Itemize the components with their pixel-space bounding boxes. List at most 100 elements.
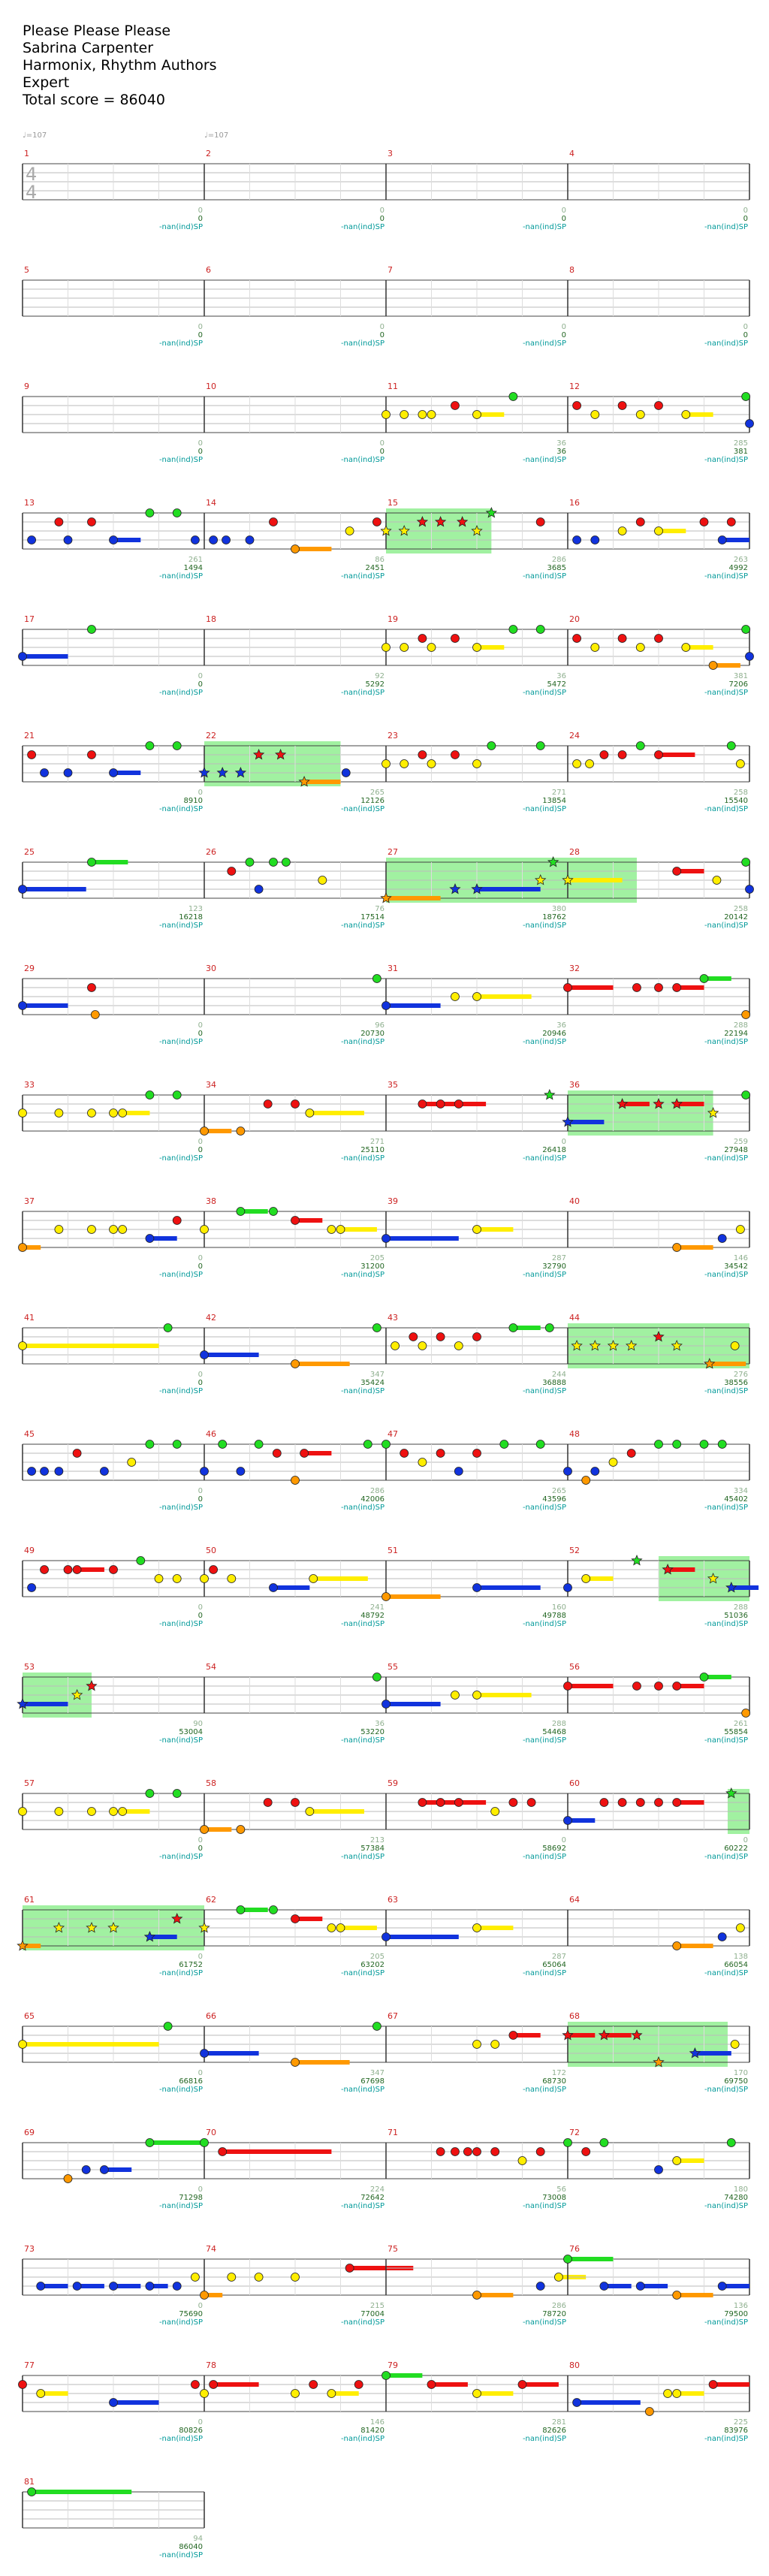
sustain-bar — [149, 2284, 168, 2288]
measure-score-total: 53004 — [179, 1728, 203, 1736]
note-gem — [654, 401, 663, 410]
sustain-bar — [240, 1908, 268, 1912]
measure-score-increment: 0 — [562, 323, 566, 331]
note-gem — [291, 2273, 300, 2282]
note-gem — [632, 983, 641, 992]
sustain-bar — [722, 538, 749, 542]
note-gem — [145, 1789, 155, 1798]
sustain-bar — [704, 976, 731, 981]
measure-score-total: 45402 — [724, 1495, 748, 1504]
measure-number: 38 — [206, 1196, 216, 1206]
sustain-bar — [568, 1684, 614, 1688]
note-gem — [535, 741, 545, 750]
sustain-bar — [213, 2382, 259, 2387]
measure-score-increment: 286 — [552, 2302, 566, 2310]
note-gem — [645, 2407, 654, 2416]
measure-sp-value: -nan(ind)SP — [159, 2435, 203, 2443]
measure-sp-value: -nan(ind)SP — [341, 805, 384, 813]
note-gem — [572, 401, 581, 410]
sustain-bar — [23, 1003, 68, 1008]
measure — [22, 2487, 205, 2529]
note-gem — [472, 1225, 481, 1234]
measure — [18, 1090, 204, 1132]
note-gem — [436, 1332, 445, 1341]
measure-score-total: 0 — [198, 215, 203, 223]
note-gem — [427, 759, 436, 768]
measure — [563, 974, 751, 1019]
measure-score-increment: 0 — [562, 207, 566, 215]
measure-score-increment: 259 — [734, 1138, 748, 1146]
note-gem — [436, 2147, 445, 2156]
measure-sp-value: -nan(ind)SP — [159, 1154, 203, 1163]
sustain-bar — [677, 2158, 704, 2163]
measure-score-increment: 0 — [380, 439, 384, 448]
note-gem — [145, 741, 155, 750]
sustain-bar — [604, 2284, 632, 2288]
measure-sp-value: -nan(ind)SP — [523, 805, 566, 813]
measure-score-total: 0 — [198, 1845, 203, 1853]
star-note — [704, 1357, 716, 1369]
measure-score-increment: 36 — [375, 1720, 384, 1728]
note-gem — [572, 2398, 581, 2407]
note-gem — [127, 1458, 137, 1467]
measure-score-increment: 258 — [734, 789, 748, 797]
note-gem — [400, 643, 409, 652]
measure-number: 60 — [569, 1778, 580, 1788]
measure-number: 45 — [24, 1429, 35, 1439]
sustain-bar — [23, 1944, 41, 1948]
sustain-bar — [677, 1245, 713, 1250]
measure — [567, 1323, 750, 1369]
note-gem — [18, 1807, 27, 1816]
measure-number: 74 — [206, 2244, 216, 2254]
note-gem — [18, 1109, 27, 1118]
note-gem — [472, 2389, 481, 2398]
sustain-bar — [41, 2391, 68, 2396]
song-artist: Sabrina Carpenter — [23, 40, 154, 56]
sustain-bar — [477, 1227, 514, 1232]
song-title: Please Please Please — [23, 23, 171, 39]
measure-score-increment: 276 — [734, 1371, 748, 1379]
sustain-bar — [677, 985, 704, 990]
note-gem — [87, 517, 96, 526]
star-note — [631, 1554, 643, 1566]
measure-number: 63 — [388, 1895, 398, 1905]
sustain-bar — [340, 1926, 377, 1930]
note-gem — [27, 1467, 36, 1476]
measure-sp-value: -nan(ind)SP — [523, 2318, 566, 2327]
measure-number: 62 — [206, 1895, 216, 1905]
measure-sp-value: -nan(ind)SP — [704, 2318, 748, 2327]
star-note — [671, 1097, 683, 1109]
tempo-mark: ♩=107 — [204, 131, 228, 140]
star-note — [234, 766, 247, 778]
sustain-bar — [304, 780, 341, 784]
sustain-bar — [440, 1102, 459, 1106]
note-gem — [418, 750, 427, 759]
measure-score-increment: 86 — [375, 556, 384, 564]
star-note — [598, 2029, 611, 2041]
note-gem — [72, 1449, 82, 1458]
measure-score-increment: 36 — [556, 1021, 566, 1030]
measure-score-increment: 0 — [198, 2069, 203, 2077]
note-gem — [726, 741, 736, 750]
star-note — [562, 1115, 574, 1127]
measure-score-total: 2451 — [366, 564, 384, 572]
note-gem — [200, 2049, 209, 2058]
measure — [567, 625, 754, 670]
note-gem — [717, 535, 727, 544]
measure-number: 36 — [569, 1080, 580, 1090]
sustain-bar — [677, 1944, 713, 1948]
sustain-bar — [722, 2284, 749, 2288]
star-note — [380, 891, 392, 903]
measure-score-total: 36888 — [542, 1379, 566, 1387]
measure — [204, 858, 386, 899]
sustain-bar — [104, 2167, 132, 2172]
measure-number: 43 — [388, 1313, 398, 1323]
measure-score-total: 66816 — [179, 2077, 203, 2086]
note-gem — [454, 1798, 463, 1807]
sustain-bar — [513, 1326, 541, 1330]
note-gem — [190, 2273, 200, 2282]
measure-score-total: 0 — [198, 680, 203, 689]
sustain-bar — [204, 2293, 223, 2297]
note-gem — [726, 517, 736, 526]
note-gem — [372, 517, 381, 526]
